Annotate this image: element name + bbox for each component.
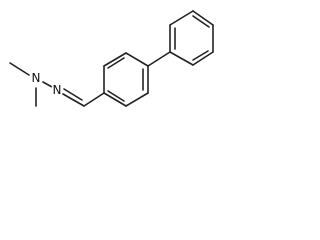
chemical-structure-diagram: N N: [9, 10, 214, 107]
n-n-bond: [42, 81, 53, 88]
atom-label-n: N: [32, 71, 41, 85]
phenyl-ring-terminal: [169, 10, 214, 66]
bond: [192, 51, 214, 66]
double-bond-inner: [107, 57, 125, 69]
ring-to-ch-bond: [83, 92, 105, 107]
double-bond-inner: [107, 90, 125, 102]
bond: [103, 92, 127, 107]
bond: [192, 10, 214, 26]
n-methyl-bond-upper: [9, 62, 30, 76]
c-n-double-bond: [62, 93, 85, 107]
bond: [169, 10, 194, 26]
c-n-double-bond-second: [63, 88, 83, 101]
bond: [125, 52, 149, 67]
double-bond-inner: [192, 15, 210, 28]
bond: [125, 92, 149, 107]
atom-n-dimethyl: N: [30, 71, 42, 85]
double-bond-inner: [192, 50, 209, 61]
atom-label-n: N: [53, 83, 62, 97]
bond: [103, 52, 127, 67]
atom-n-imine: N: [51, 83, 63, 97]
phenyl-ring-middle: [103, 52, 149, 107]
biphenyl-link-bond: [147, 51, 171, 67]
bond: [169, 51, 194, 66]
